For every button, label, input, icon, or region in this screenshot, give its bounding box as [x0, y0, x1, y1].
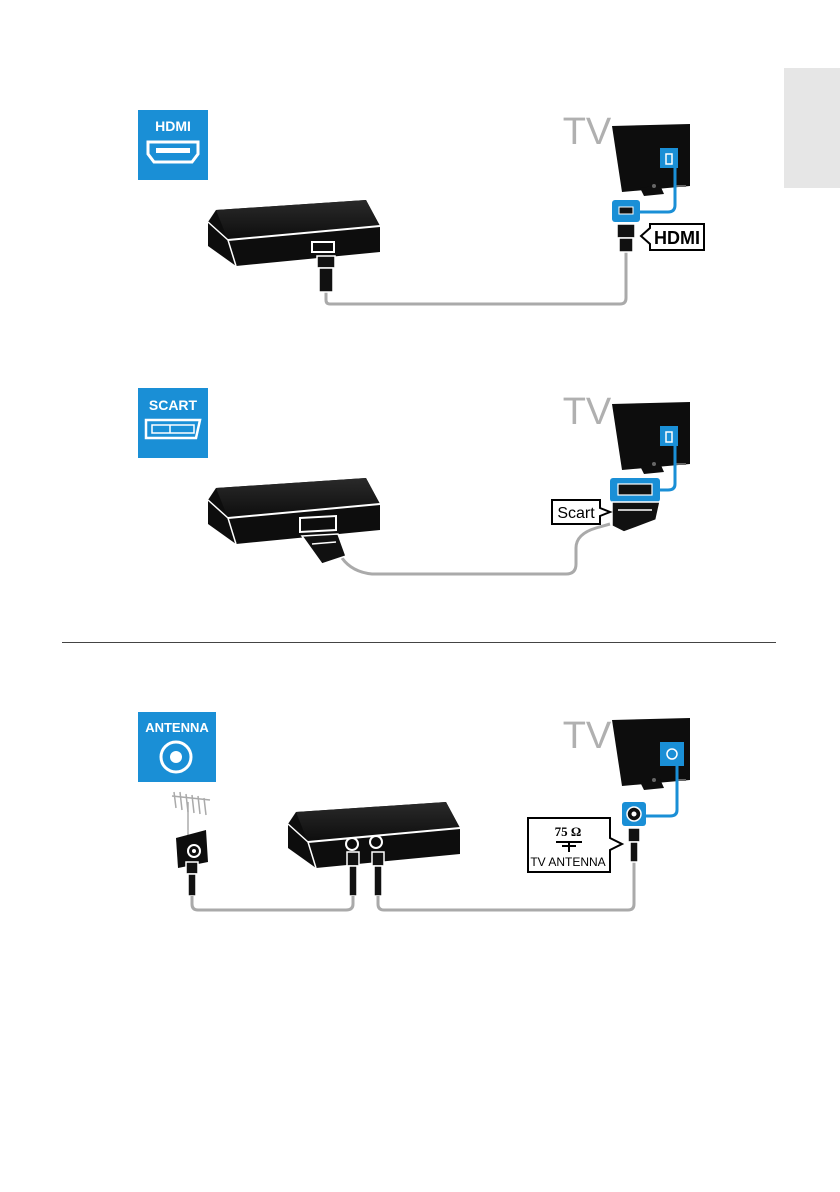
antenna-icon-label: ANTENNA — [145, 720, 209, 735]
scart-tv-plug-icon — [612, 502, 660, 532]
hdmi-cable — [326, 248, 626, 304]
scart-diagram: SCART TV — [138, 388, 690, 574]
antenna-icon: ANTENNA — [138, 712, 216, 782]
set-top-box — [208, 478, 380, 544]
scart-tv-label: TV — [563, 391, 612, 433]
antenna-tv-plug-icon — [628, 828, 640, 862]
hdmi-port-label: HDMI — [641, 224, 704, 250]
hdmi-icon-label: HDMI — [155, 118, 191, 134]
scart-cable — [342, 524, 610, 574]
antenna-port-label: 75 Ω TV ANTENNA — [528, 818, 622, 872]
tv-icon — [612, 402, 690, 474]
svg-text:75 Ω: 75 Ω — [555, 824, 582, 839]
hdmi-icon: HDMI — [138, 110, 208, 180]
scart-port-label: Scart — [552, 500, 610, 524]
scart-icon-label: SCART — [149, 397, 198, 413]
aerial-icon — [172, 792, 210, 836]
antenna-plug-icon — [186, 862, 198, 896]
hdmi-tv-label: TV — [563, 111, 612, 153]
svg-text:Scart: Scart — [557, 505, 595, 522]
antenna-cable — [192, 896, 353, 910]
set-top-box — [208, 200, 380, 266]
scart-icon: SCART — [138, 388, 208, 458]
tv-icon — [612, 124, 690, 196]
scart-plug-icon — [302, 534, 346, 564]
antenna-diagram: ANTENNA — [138, 712, 690, 910]
hdmi-tv-plug-icon — [617, 224, 635, 252]
hdmi-plug-icon — [317, 256, 335, 292]
antenna-tv-label: TV — [563, 715, 612, 757]
hdmi-diagram: HDMI TV — [138, 110, 704, 304]
svg-text:HDMI: HDMI — [654, 228, 700, 248]
svg-text:TV ANTENNA: TV ANTENNA — [530, 855, 605, 869]
